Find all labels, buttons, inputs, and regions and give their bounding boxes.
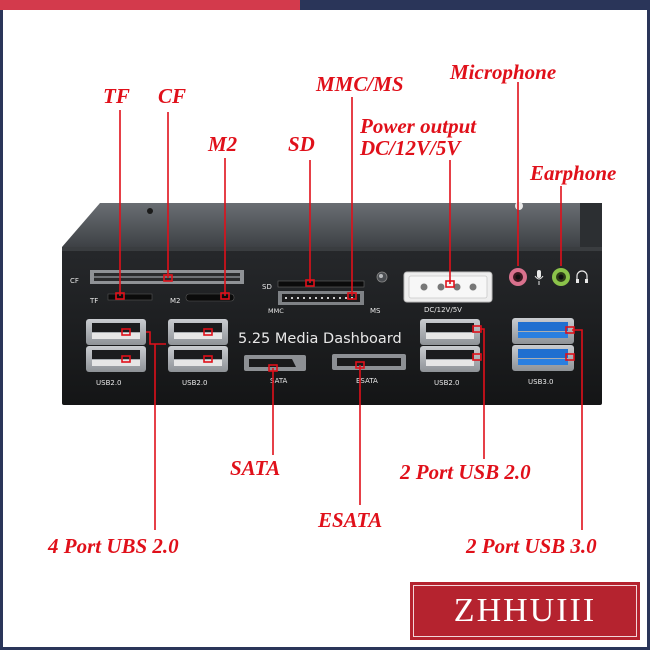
panel-label-usb-b: USB2.0 — [182, 379, 208, 387]
esata-port — [332, 354, 406, 370]
panel-label-tf: TF — [89, 297, 98, 305]
callout-sd: SD — [288, 132, 315, 156]
microphone-jack — [509, 268, 527, 286]
panel-label-sd: SD — [262, 283, 272, 291]
callout-tf: TF — [103, 84, 130, 108]
cf-slot — [90, 270, 244, 284]
usb3-port-group — [512, 318, 574, 371]
led-indicator — [376, 271, 388, 283]
usb-port-group-a — [86, 319, 146, 372]
right-border — [647, 10, 650, 650]
callout-usb2-2port: 2 Port USB 2.0 — [400, 460, 531, 484]
chassis-top — [62, 202, 600, 247]
panel-label-dc: DC/12V/5V — [424, 306, 462, 314]
panel-label-usb-d: USB3.0 — [528, 378, 554, 386]
callout-power-voltage: DC/12V/5V — [360, 136, 461, 160]
left-border — [0, 10, 3, 650]
panel-label-cf: CF — [70, 277, 79, 285]
callout-mmc-ms: MMC/MS — [316, 72, 404, 96]
watermark-text: ZHHUIII — [413, 585, 637, 637]
callout-leader-lines — [115, 82, 583, 530]
callout-cf: CF — [158, 84, 187, 108]
sd-slot — [277, 280, 365, 288]
earphone-jack — [552, 268, 570, 286]
panel-label-ms: MS — [370, 307, 381, 315]
chassis-side — [580, 203, 602, 248]
callout-earphone: Earphone — [530, 161, 617, 185]
headphone-icon — [576, 270, 588, 283]
watermark-badge: ZHHUIII — [410, 582, 640, 640]
panel-label-esata: ESATA — [356, 377, 378, 385]
tf-slot — [107, 293, 153, 301]
panel-label-usb-a: USB2.0 — [96, 379, 122, 387]
panel-label-m2: M2 — [170, 297, 181, 305]
panel-label-mmc: MMC — [268, 307, 284, 315]
usb-port-group-b — [168, 319, 228, 372]
panel-label-sata: SATA — [270, 377, 288, 385]
panel-label-usb-c: USB2.0 — [434, 379, 460, 387]
usb-port-group-c — [420, 319, 480, 372]
callout-esata: ESATA — [318, 508, 383, 532]
callout-m2: M2 — [208, 132, 238, 156]
callout-usb3-2port: 2 Port USB 3.0 — [466, 534, 597, 558]
callout-power-output: Power output — [360, 114, 477, 138]
callout-microphone: Microphone — [450, 60, 557, 84]
top-color-bar — [0, 0, 650, 10]
ms-slot — [278, 291, 364, 305]
callout-sata: SATA — [230, 456, 281, 480]
m2-slot — [185, 293, 235, 302]
callout-usb2-4port: 4 Port UBS 2.0 — [48, 534, 179, 558]
sata-port — [244, 355, 306, 371]
bottom-border — [0, 647, 650, 650]
panel-title: 5.25 Media Dashboard — [238, 331, 402, 347]
microphone-icon — [534, 270, 544, 285]
